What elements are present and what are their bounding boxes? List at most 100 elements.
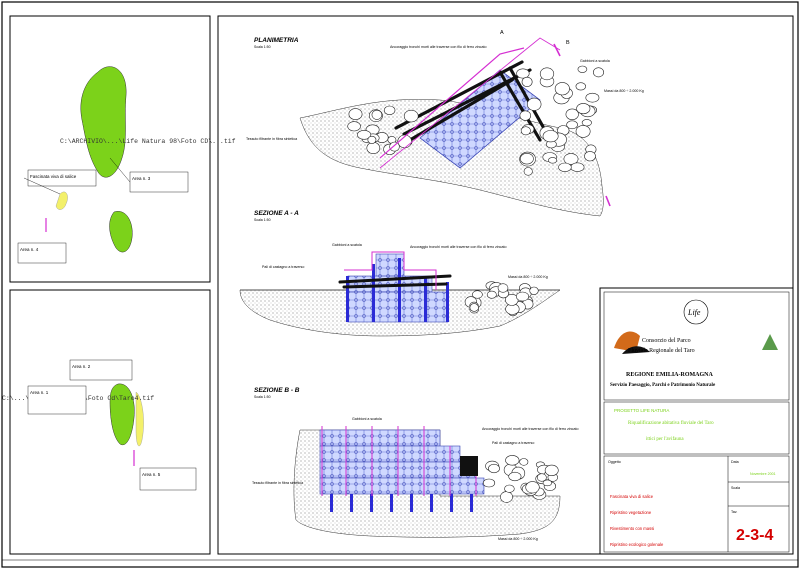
boulder: [558, 162, 572, 172]
boulder: [403, 109, 419, 123]
boulder: [516, 68, 530, 79]
callout-bottom-3: Area n. 5: [142, 472, 161, 477]
note-gabbioni-plan: Gabbioni a scatola: [580, 59, 610, 63]
note-massi-a: Massi da 800 ÷ 2.000 Kg: [508, 275, 548, 279]
stones-planimetria: [347, 65, 604, 176]
boulder: [570, 162, 585, 172]
consorzio-line2: Fluviale Regionale del Taro: [628, 348, 695, 354]
data-label: Data: [731, 460, 739, 464]
note-talea-a: Ancoraggio tronchi morti alle traverse c…: [410, 245, 506, 249]
boulder: [508, 471, 522, 482]
stones-section-a: [464, 281, 539, 317]
section-a-scale: Scala 1:50: [254, 218, 271, 222]
consorzio-logo: [614, 331, 650, 354]
boulder: [515, 291, 529, 302]
note-talea-plan: Ancoraggio tronchi morti alle traverse c…: [390, 45, 486, 49]
boulder: [575, 125, 591, 138]
progetto-heading: PROGETTO LIFE NATURA: [614, 408, 669, 413]
boulder: [525, 481, 540, 494]
oggetto-label: Oggetto: [608, 460, 621, 464]
black-block-b: [460, 456, 478, 476]
note-gabbioni-b: Gabbioni a scatola: [352, 417, 382, 421]
green-area-small: [109, 211, 133, 253]
life-logo-text: Life: [687, 308, 701, 317]
left-bottom-panel: C:\...\Life Natura 98\Foto Cd\Taro4.tif …: [2, 289, 211, 555]
section-a-title: SEZIONE A - A: [254, 210, 299, 217]
boulder: [576, 103, 591, 115]
list-item-2: Ripristino vegetazione: [610, 510, 652, 515]
progetto-title: Riqualificazione abitativa fluviale del …: [628, 421, 714, 426]
note-talea-b: Ancoraggio tronchi morti alle traverse c…: [482, 427, 578, 431]
boulder: [542, 479, 553, 487]
gabion-b-row2: [319, 445, 461, 463]
boulder: [566, 120, 578, 130]
boulder: [472, 290, 483, 299]
foglio-label: Tav.: [731, 510, 737, 514]
regione-title: REGIONE EMILIA-ROMAGNA: [626, 372, 714, 378]
note-pali-a: Pali di castagno a traverso: [262, 265, 304, 269]
boulder: [505, 455, 520, 466]
boulder: [519, 110, 531, 121]
callout-top-3: Area n. 4: [20, 247, 39, 252]
data-value: Novembre 2001: [750, 472, 776, 476]
boulder: [366, 142, 381, 155]
boulder: [500, 491, 513, 503]
boulder: [520, 126, 531, 136]
boulder: [575, 82, 586, 91]
planimetria-view: PLANIMETRIA Scala 1:50 A B Massi da 800 …: [246, 30, 644, 217]
yellow-area-top: [55, 191, 68, 210]
boulder: [469, 303, 479, 312]
boulder: [520, 153, 534, 165]
magenta-line-plan-2: [379, 37, 561, 169]
stones-section-b: [482, 455, 559, 503]
scala-label: Scala: [731, 486, 740, 490]
piles-section-a: [346, 258, 449, 322]
boulder: [383, 105, 396, 115]
boulder: [529, 286, 539, 295]
boulder: [577, 65, 588, 73]
green-area-top: [80, 66, 127, 178]
title-block: Life Consorzio del Parco Fluviale Region…: [599, 287, 794, 555]
green-area-bottom: [109, 383, 135, 446]
boulder: [563, 153, 579, 165]
boulder: [482, 478, 496, 488]
boulder: [581, 119, 592, 127]
callout-top-2: Area n. 3: [132, 176, 151, 181]
parco-leaf-icon: [762, 334, 778, 350]
boulder: [585, 92, 600, 103]
consorzio-line1: Consorzio del Parco: [642, 338, 691, 344]
section-b-view: SEZIONE B - B Scala 1:50 Gabb: [252, 387, 578, 541]
boulder: [526, 97, 542, 111]
left-top-panel: C:\ARCHIVIO\...\Life Natura 98\Foto CD\.…: [9, 15, 236, 283]
note-tessuto-b: Tessuto filtrante in fibra sintetica: [252, 481, 303, 485]
boulder: [523, 167, 533, 176]
boulder: [488, 463, 500, 474]
boulder: [544, 464, 559, 477]
note-pali-b: Pali di castagno a traverso: [492, 441, 534, 445]
note-tessuto-plan: Tessuto filtrante in fibra sintetica: [246, 137, 297, 141]
boulder: [497, 283, 509, 293]
note-massi-b: Massi da 800 ÷ 2.000 Kg: [498, 537, 538, 541]
section-a-view: SEZIONE A - A Scala 1:50 Gabbioni a scat…: [239, 210, 561, 337]
main-drawing-frame: [217, 15, 794, 555]
callout-bottom-2: Area n. 1: [30, 390, 49, 395]
magenta-verticals-b: [321, 426, 477, 496]
title-block-footer: Ripristino ecologico golenale: [610, 542, 664, 547]
overlay-path-top: C:\ARCHIVIO\...\Life Natura 98\Foto CD\.…: [60, 138, 236, 145]
note-gabbioni-a: Gabbioni a scatola: [332, 243, 362, 247]
callout-top-1: Fascinata viva di salice: [30, 174, 77, 179]
section-b-title: SEZIONE B - B: [254, 387, 300, 394]
label-b: B: [566, 40, 570, 46]
boulder: [554, 82, 570, 96]
gabion-b-row1: [319, 429, 441, 447]
note-massi-plan: Massi da 800 ÷ 2.000 Kg: [604, 89, 644, 93]
boulder: [565, 108, 579, 121]
boulder: [347, 121, 361, 132]
boulder: [371, 109, 383, 120]
callout-bottom-1: Area n. 2: [72, 364, 91, 369]
logs-section-a: [338, 274, 452, 289]
life-logo: Life: [683, 299, 709, 325]
planimetria-title: PLANIMETRIA: [254, 37, 299, 44]
planimetria-scale: Scala 1:50: [254, 45, 271, 49]
